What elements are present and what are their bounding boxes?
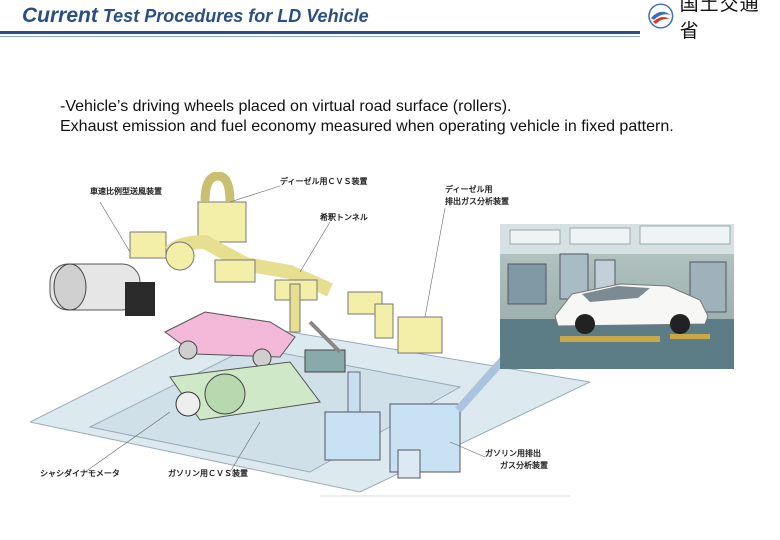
tunnel-box (214, 259, 256, 283)
vehicle-wheel-front (178, 340, 198, 360)
diesel-analyzer-cabinet (397, 316, 443, 354)
label-gasoline-analyzer-1: ガソリン用排出 (485, 448, 541, 458)
blower-grille (125, 282, 155, 316)
cvs-duct-loop (200, 172, 235, 203)
label-gasoline-analyzer-2: ガス分析装置 (500, 460, 548, 470)
page-title: Current Test Procedures for LD Vehicle (22, 4, 369, 28)
duct-fan (165, 241, 195, 271)
dyno-roller (204, 373, 246, 415)
label-speed-blower: 車速比例型送風装置 (90, 186, 162, 196)
ministry-name: 国土交通省 (679, 0, 760, 42)
dyno-flywheel (175, 391, 201, 417)
blower-box (129, 231, 167, 259)
car-on-dyno-photo (500, 224, 734, 369)
label-chassis-dyno: シャシダイナモメータ (40, 468, 120, 478)
ministry-emblem-icon (648, 3, 674, 29)
label-dilution-tunnel: 希釈トンネル (320, 212, 368, 222)
label-diesel-analyzer-2: 排出ガス分析装置 (445, 196, 509, 206)
analyzer-cart (397, 449, 421, 479)
blower-intake (53, 263, 87, 311)
title-rest: Test Procedures for LD Vehicle (97, 6, 369, 26)
ministry-logo: 国土交通省 (648, 0, 778, 42)
description-line-2: Exhaust emission and fuel economy measur… (60, 118, 674, 135)
title-rule-thin (0, 36, 640, 37)
sample-pipe (289, 283, 301, 333)
diesel-analyzer-small (374, 303, 394, 339)
description: -Vehicle’s driving wheels placed on virt… (60, 97, 710, 137)
label-diesel-cvs: ディーゼル用ＣＶＳ装置 (280, 176, 367, 186)
label-gasoline-cvs: ガソリン用ＣＶＳ装置 (168, 468, 248, 478)
exhaust-pipe (308, 320, 342, 354)
label-diesel-analyzer-1: ディーゼル用 (445, 184, 492, 194)
test-lab-photo (500, 224, 734, 369)
title-first-word: Current (22, 4, 98, 27)
dyno-control (304, 349, 346, 373)
test-facility-diagram: ディーゼル用ＣＶＳ装置 車速比例型送風装置 希釈トンネル ディーゼル用 排出ガス… (30, 172, 590, 497)
description-line-1: -Vehicle’s driving wheels placed on virt… (60, 98, 512, 115)
tunnel-end-box (347, 291, 383, 315)
title-rule (0, 31, 640, 34)
gasoline-cvs-unit (324, 411, 381, 461)
